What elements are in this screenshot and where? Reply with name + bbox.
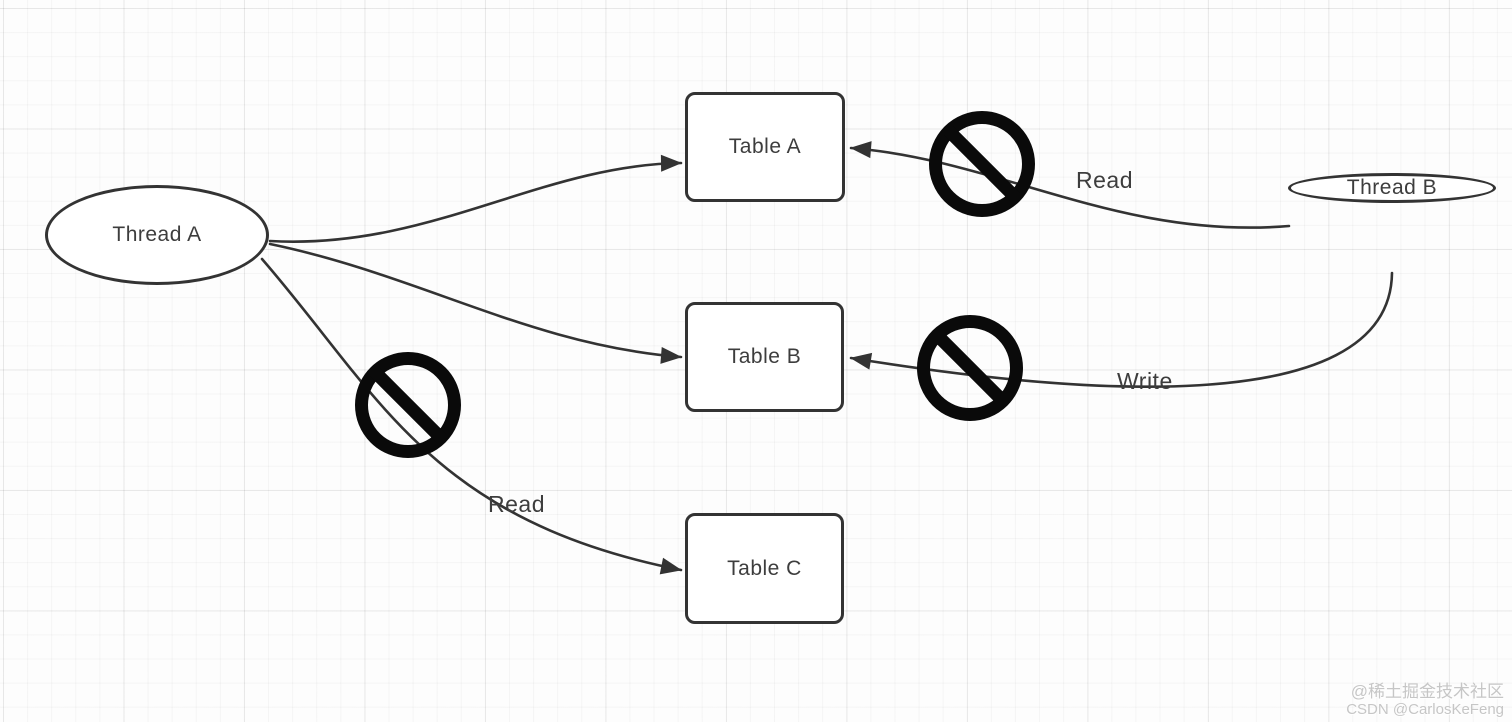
no-entry-icon [917, 315, 1023, 421]
edge-thread-a-to-table-a [268, 154, 683, 243]
no-entry-icon [355, 352, 461, 458]
node-table-b: Table B [685, 302, 844, 412]
edge-label-write-thread-b-table-b: Write [1117, 368, 1173, 394]
watermark: @稀土掘金技术社区 CSDN @CarlosKeFeng [1346, 683, 1504, 718]
no-entry-icon [929, 111, 1035, 217]
edge-thread-b-to-table-b [849, 271, 1394, 388]
edge-thread-a-to-table-b [268, 242, 683, 364]
node-table-b-label: Table B [727, 345, 802, 368]
node-thread-a: Thread A [45, 185, 269, 285]
node-table-a: Table A [685, 92, 845, 202]
edge-label-read-thread-b-table-a: Read [1076, 167, 1133, 193]
node-thread-a-label: Thread A [112, 223, 202, 246]
node-table-c: Table C [685, 513, 844, 624]
node-table-c-label: Table C [727, 556, 802, 580]
edge-thread-b-to-table-a [849, 141, 1291, 229]
edge-label-read-thread-a-table-c: Read [488, 491, 545, 517]
node-table-a-label: Table A [728, 135, 802, 158]
watermark-line2: CSDN @CarlosKeFeng [1346, 700, 1504, 718]
node-thread-b-label: Thread B [1346, 176, 1438, 199]
node-thread-b: Thread B [1288, 173, 1496, 203]
watermark-line1: @稀土掘金技术社区 [1350, 682, 1504, 702]
